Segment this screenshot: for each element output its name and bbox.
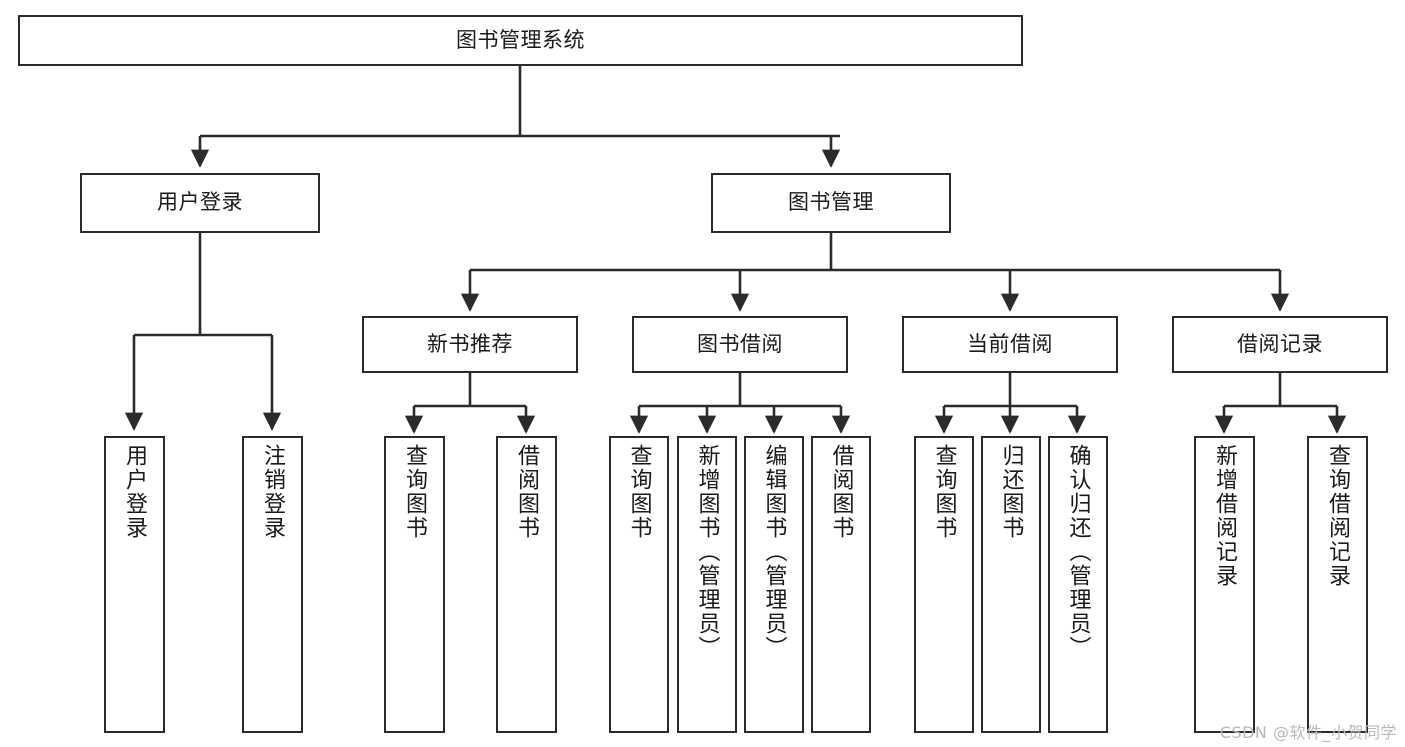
leaf-borrow-record-0[interactable]: 新增借阅记录 <box>1194 436 1255 733</box>
node-borrow-record[interactable]: 借阅记录 <box>1172 316 1388 373</box>
leaf-new-book-0-label: 查询图书 <box>402 444 428 540</box>
leaf-book-borrow-1[interactable]: 新增图书（管理员） <box>677 436 737 733</box>
csdn-watermark: CSDN @软件_小贺同学 <box>1219 723 1397 742</box>
node-current-borrow[interactable]: 当前借阅 <box>902 316 1118 373</box>
leaf-current-borrow-2-label: 确认归还（管理员） <box>1065 444 1091 660</box>
leaf-book-borrow-1-label: 新增图书（管理员） <box>694 444 720 660</box>
node-new-book-recommend[interactable]: 新书推荐 <box>362 316 578 373</box>
leaf-current-borrow-2[interactable]: 确认归还（管理员） <box>1048 436 1108 733</box>
leaf-current-borrow-1-label: 归还图书 <box>998 444 1024 540</box>
leaf-new-book-1[interactable]: 借阅图书 <box>496 436 557 733</box>
node-book-manage[interactable]: 图书管理 <box>711 173 951 233</box>
leaf-current-borrow-0-label: 查询图书 <box>931 444 957 540</box>
leaf-new-book-0[interactable]: 查询图书 <box>384 436 445 733</box>
leaf-user-login-0-label: 用户登录 <box>122 444 148 540</box>
leaf-book-borrow-2[interactable]: 编辑图书（管理员） <box>744 436 804 733</box>
node-new-book-recommend-label: 新书推荐 <box>427 331 513 356</box>
leaf-book-borrow-3-label: 借阅图书 <box>828 444 854 540</box>
leaf-book-borrow-0-label: 查询图书 <box>626 444 652 540</box>
leaf-book-borrow-3[interactable]: 借阅图书 <box>811 436 871 733</box>
node-user-login-label: 用户登录 <box>157 190 243 215</box>
node-root-label: 图书管理系统 <box>456 27 585 52</box>
leaf-user-login-1-label: 注销登录 <box>260 444 286 540</box>
leaf-user-login-1[interactable]: 注销登录 <box>242 436 303 733</box>
node-borrow-record-label: 借阅记录 <box>1237 331 1323 356</box>
leaf-new-book-1-label: 借阅图书 <box>514 444 540 540</box>
node-book-manage-label: 图书管理 <box>788 190 874 215</box>
node-user-login[interactable]: 用户登录 <box>80 173 320 233</box>
node-book-borrow-label: 图书借阅 <box>697 331 783 356</box>
leaf-borrow-record-1-label: 查询借阅记录 <box>1325 444 1351 588</box>
leaf-book-borrow-0[interactable]: 查询图书 <box>609 436 669 733</box>
node-current-borrow-label: 当前借阅 <box>967 331 1053 356</box>
leaf-borrow-record-1[interactable]: 查询借阅记录 <box>1307 436 1368 733</box>
node-root[interactable]: 图书管理系统 <box>18 15 1023 66</box>
leaf-current-borrow-0[interactable]: 查询图书 <box>914 436 974 733</box>
leaf-user-login-0[interactable]: 用户登录 <box>104 436 165 733</box>
leaf-borrow-record-0-label: 新增借阅记录 <box>1212 444 1238 588</box>
leaf-current-borrow-1[interactable]: 归还图书 <box>981 436 1041 733</box>
leaf-book-borrow-2-label: 编辑图书（管理员） <box>761 444 787 660</box>
node-book-borrow[interactable]: 图书借阅 <box>632 316 848 373</box>
